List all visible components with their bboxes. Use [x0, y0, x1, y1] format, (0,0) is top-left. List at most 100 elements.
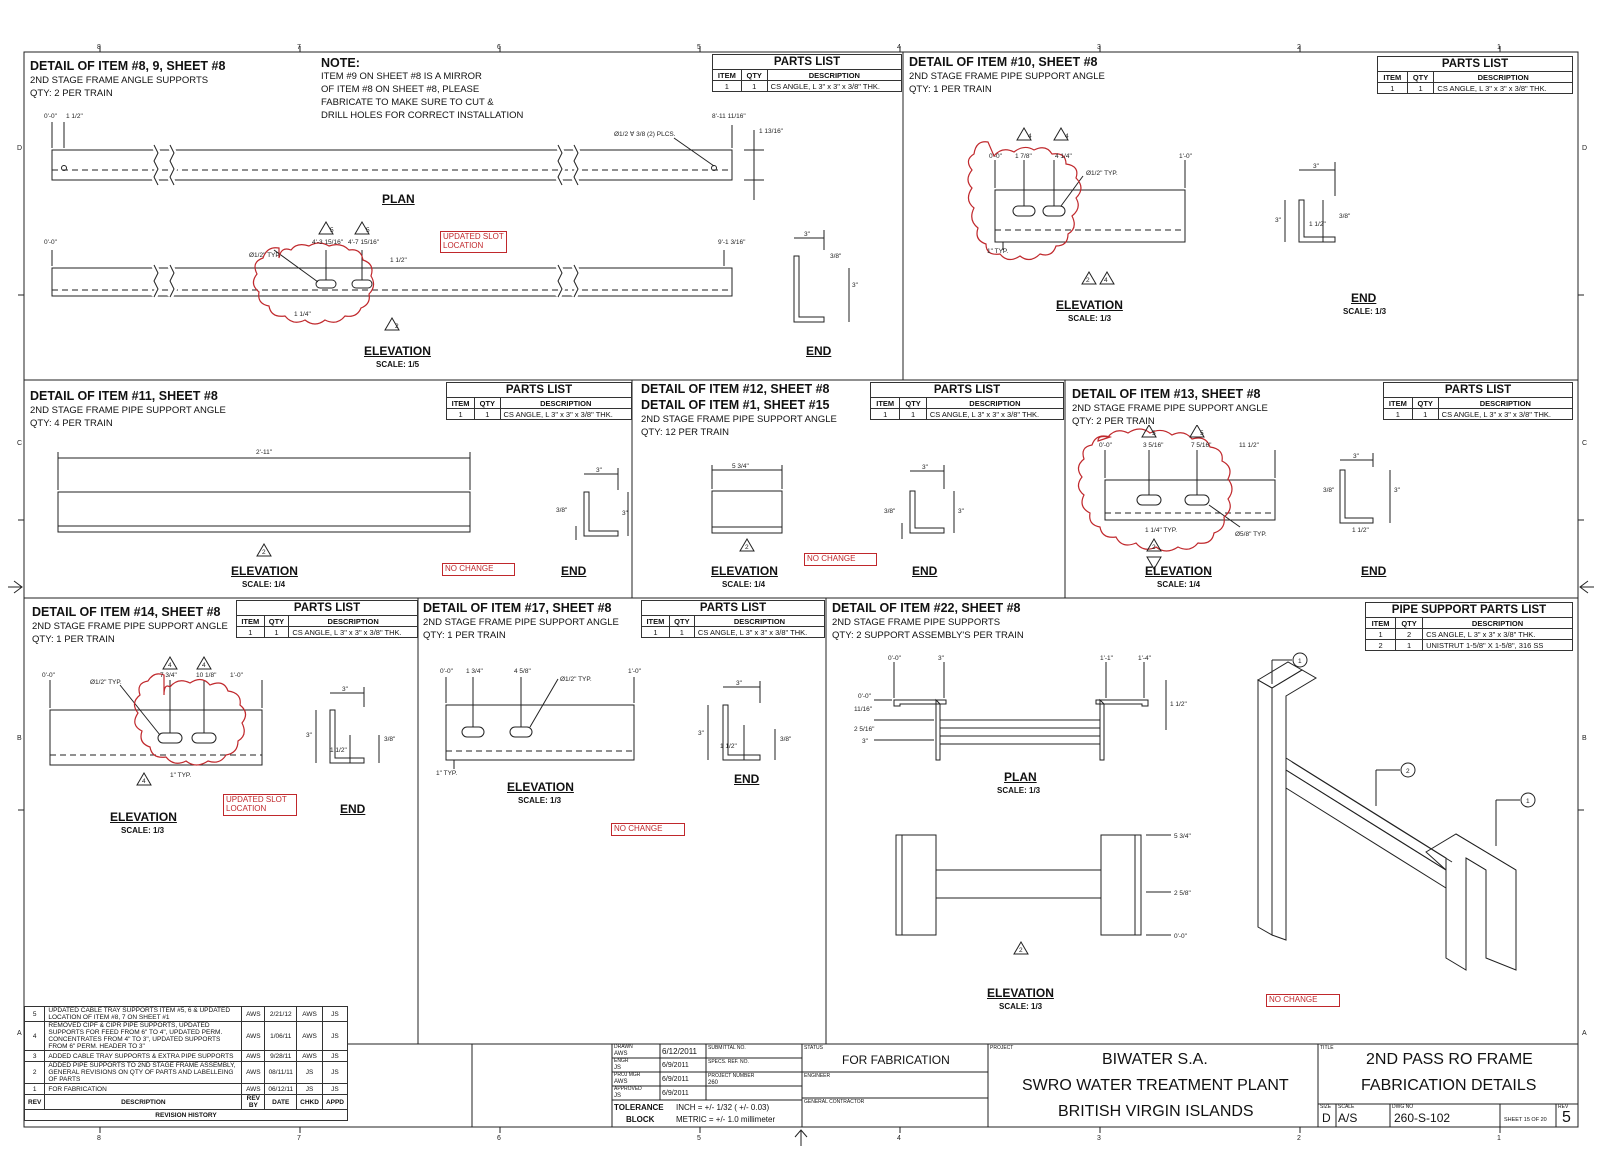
view-label-end: END: [1351, 291, 1377, 305]
revision-note: NO CHANGE: [442, 563, 515, 576]
dim-label: 0'-0": [989, 153, 1003, 160]
label-general-contractor: GENERAL CONTRACTOR: [804, 1099, 865, 1105]
dim-label: 1" TYP.: [436, 770, 457, 777]
detail-11-drawing: 2'-11" 3" 3/8" 3" 2: [57, 449, 629, 557]
drawn-date: 6/12/2011: [662, 1047, 697, 1056]
detail-12-subtitle: 2ND STAGE FRAME PIPE SUPPORT ANGLE: [641, 414, 837, 425]
dwg-no: 260-S-102: [1394, 1111, 1451, 1125]
dim-label: 1 3/4": [466, 668, 483, 675]
detail-12-drawing: 5 3/4" 3" 3/8" 3" 2: [711, 463, 965, 552]
scale-label: SCALE: 1/3: [1343, 307, 1387, 316]
view-label-elevation: ELEVATION: [110, 810, 177, 824]
scale-label: SCALE: 1/3: [999, 1002, 1043, 1011]
detail-13-title: DETAIL OF ITEM #13, SHEET #8: [1072, 387, 1261, 401]
detail-10-subtitle: 2ND STAGE FRAME PIPE SUPPORT ANGLE: [909, 71, 1105, 82]
dim-label: 11 1/2": [1239, 442, 1260, 449]
dim-label: Ø1/2" TYP.: [249, 252, 281, 259]
dim-label: 1'-1": [1100, 655, 1114, 662]
dim-label: 1 1/4" TYP.: [1145, 527, 1177, 534]
dim-label: 3": [852, 282, 859, 289]
label-project-number: PROJECT NUMBER: [708, 1073, 755, 1079]
dim-label: 2'-11": [256, 449, 273, 456]
project-location: BRITISH VIRGIN ISLANDS: [1058, 1103, 1254, 1120]
dim-label: 1 1/4": [294, 311, 311, 318]
rev-marker: 2: [1152, 544, 1156, 551]
note-line: ITEM #9 ON SHEET #8 IS A MIRROR: [321, 71, 482, 82]
detail-8-drawing: 5 5 2 0'-0" 1 1/2" 8'-11 11/16" 1 13/16"…: [44, 113, 859, 331]
label-dwg-no: DWG NO: [1392, 1104, 1414, 1110]
dim-label: 2 5/8": [1174, 890, 1191, 897]
tolerance-inch: INCH = +/- 1/32 ( +/- 0.03): [676, 1103, 770, 1112]
size: D: [1322, 1111, 1331, 1125]
status: FOR FABRICATION: [842, 1053, 950, 1067]
svg-text:A: A: [17, 1030, 22, 1037]
dim-label: 0'-0": [858, 693, 872, 700]
detail-12-title-2: DETAIL OF ITEM #1, SHEET #15: [641, 398, 830, 412]
note-line: OF ITEM #8 ON SHEET #8, PLEASE: [321, 84, 480, 95]
dim-label: 0'-0": [440, 668, 454, 675]
rev-marker: 4: [1104, 277, 1108, 284]
dim-label: 1'-0": [1179, 153, 1193, 160]
view-label-end: END: [561, 564, 587, 578]
dim-label: Ø1/2" TYP.: [90, 679, 122, 686]
rev-number: 5: [1562, 1109, 1571, 1126]
dim-label: 3": [922, 464, 929, 471]
scale-label: SCALE: 1/3: [518, 796, 562, 805]
dim-label: 3": [938, 655, 945, 662]
note-line: FABRICATE TO MAKE SURE TO CUT &: [321, 97, 494, 108]
rev-marker: 2: [745, 544, 749, 551]
detail-11-subtitle: 2ND STAGE FRAME PIPE SUPPORT ANGLE: [30, 405, 226, 416]
svg-text:D: D: [17, 145, 22, 152]
revision-note: NO CHANGE: [1266, 994, 1340, 1007]
detail-13-drawing: 5 5 2 0'-0" 3 5/16" 7 5/16" 11 1/2" 1 1/…: [1077, 425, 1401, 570]
project-site: SWRO WATER TREATMENT PLANT: [1022, 1077, 1289, 1094]
dim-label: 3": [804, 231, 811, 238]
view-label-elevation: ELEVATION: [231, 564, 298, 578]
scale-label: SCALE: 1/4: [1157, 580, 1201, 589]
svg-text:2: 2: [1297, 1135, 1301, 1142]
dim-label: 0'-0": [888, 655, 902, 662]
svg-text:3: 3: [1097, 44, 1101, 51]
dim-label: Ø1/2" TYP.: [1086, 170, 1118, 177]
dim-label: 7 5/16": [1191, 442, 1212, 449]
label-project: PROJECT: [990, 1045, 1014, 1051]
drawing-title: 2ND PASS RO FRAME: [1366, 1051, 1533, 1068]
detail-11-title: DETAIL OF ITEM #11, SHEET #8: [30, 389, 218, 403]
project-name: BIWATER S.A.: [1102, 1051, 1208, 1068]
dim-label: 3/8": [1323, 487, 1335, 494]
dim-label: Ø1/2 ∀ 3/8 (2) PLCS.: [614, 130, 676, 138]
label-drawn: DRAWN: [614, 1044, 633, 1050]
view-label-plan: PLAN: [382, 192, 415, 206]
note-title: NOTE:: [321, 56, 360, 70]
dim-label: 1" TYP.: [987, 248, 1008, 255]
view-label-elevation: ELEVATION: [1145, 564, 1212, 578]
rev-marker: 2: [1019, 947, 1023, 954]
detail-14-title: DETAIL OF ITEM #14, SHEET #8: [32, 605, 221, 619]
detail-10-drawing: 4 4 2 4 0'-0" 1 7/8" 4 1/4" 1'-0" Ø1/2" …: [967, 127, 1351, 285]
scale-label: SCALE: 1/4: [242, 580, 286, 589]
rev-marker: 2: [262, 549, 266, 556]
svg-text:7: 7: [297, 44, 301, 51]
dim-label: 0'-0": [1174, 933, 1188, 940]
svg-text:1: 1: [1497, 44, 1501, 51]
dim-label: 3/8": [830, 253, 842, 260]
scale-label: SCALE: 1/4: [722, 580, 766, 589]
view-label-elevation: ELEVATION: [711, 564, 778, 578]
label-approved: APPROVED: [614, 1086, 642, 1092]
svg-text:7: 7: [297, 1135, 301, 1142]
dim-label: 1 1/2": [1352, 527, 1369, 534]
detail-10-title: DETAIL OF ITEM #10, SHEET #8: [909, 55, 1098, 69]
dim-label: 3": [862, 738, 869, 745]
label-proj-mgr: PROJ MGR: [614, 1072, 641, 1078]
dim-label: 1 1/2": [390, 257, 407, 264]
svg-text:B: B: [1582, 735, 1587, 742]
engr-date: 6/9/2011: [662, 1062, 689, 1069]
detail-13-qty: QTY: 2 PER TRAIN: [1072, 416, 1155, 427]
scale: A/S: [1338, 1111, 1358, 1125]
